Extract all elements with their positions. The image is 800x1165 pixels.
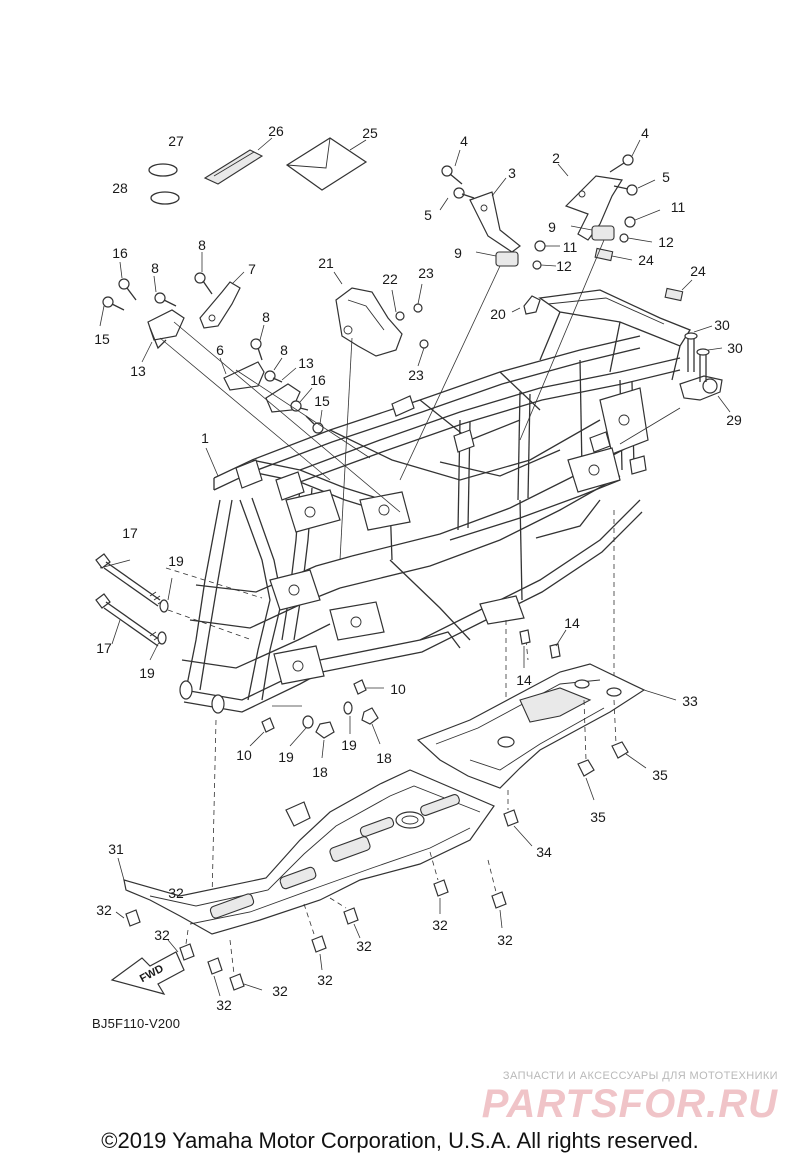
o-ring-28 [150,191,180,205]
callout: 8 [198,237,206,253]
callout: 32 [432,917,448,933]
callout: 30 [714,317,730,333]
callout: 27 [168,133,184,149]
callout: 8 [151,260,159,276]
callout: 31 [108,841,124,857]
callout: 17 [96,640,112,656]
callout: 9 [548,219,556,235]
callout: 24 [690,263,706,279]
callout: 19 [139,665,155,681]
callout: 15 [94,331,110,347]
callout: 35 [590,809,606,825]
callout: 32 [154,927,170,943]
callout: 25 [362,125,378,141]
callout: 17 [122,525,138,541]
dampers-9-11-12 [475,209,693,302]
nuts-18-10 [249,629,567,759]
copyright-notice: ©2019 Yamaha Motor Corporation, U.S.A. A… [101,1128,699,1153]
callout: 24 [638,252,654,268]
diagram-code: BJ5F110-V200 [92,1016,181,1031]
callout: 23 [418,265,434,281]
callout: 26 [268,123,284,139]
callout: 11 [563,239,578,255]
callout: 12 [658,234,674,250]
cover-21 [333,271,403,357]
fwd-arrow-icon: FWD [110,951,185,995]
flange-bolts-32 [115,851,507,997]
leader-lines [99,239,681,901]
callout: 34 [536,844,552,860]
callout: 22 [382,271,398,287]
callout: 21 [318,255,334,271]
o-ring-27 [148,163,178,177]
callout: 18 [312,764,328,780]
callout: 16 [112,245,128,261]
callout: 13 [298,355,314,371]
callout: 8 [262,309,270,325]
bracket-3 [469,177,521,253]
bracket-29 [679,325,731,413]
callout: 3 [508,165,516,181]
skid-plate-31 [117,769,495,935]
frame-exploded-diagram: FWD 1 2 3 4 4 5 5 6 7 8 8 8 8 9 9 10 10 … [94,123,743,1013]
callout: 19 [168,553,184,569]
callout-labels: 1 2 3 4 4 5 5 6 7 8 8 8 8 9 9 10 10 11 1… [94,123,743,1013]
callout: 9 [454,245,462,261]
callout: 28 [112,180,128,196]
callout: 32 [497,932,513,948]
callout: 7 [248,261,256,277]
callout: 20 [490,306,506,322]
callout: 16 [310,372,326,388]
callout: 29 [726,412,742,428]
callout: 14 [564,615,580,631]
callout: 15 [314,393,330,409]
callout: 5 [662,169,670,185]
callout: 32 [216,997,232,1013]
main-frame [179,289,691,714]
callout: 13 [130,363,146,379]
clips-20-22-23 [391,283,541,367]
bracket-2 [557,163,623,241]
bolts-4-5 [439,139,656,211]
callout: 32 [317,972,333,988]
bracket-13-left [147,309,185,350]
callout: 19 [278,749,294,765]
bracket-7 [199,271,245,329]
callout: 32 [96,902,112,918]
callout: 4 [460,133,468,149]
callout: 10 [390,681,406,697]
tool-holder-26 [203,137,273,185]
callout: 35 [652,767,668,783]
callout: 32 [356,938,372,954]
callout: 12 [556,258,572,274]
callout: 32 [168,885,184,901]
bolts-34-35 [503,699,647,847]
callout: 4 [641,125,649,141]
callout: 32 [272,983,288,999]
callout: 18 [376,750,392,766]
callout: 33 [682,693,698,709]
skid-plate-33 [416,663,677,789]
callout: 19 [341,737,357,753]
bracket-6 [219,357,265,391]
callout: 1 [201,430,209,446]
manual-envelope-25 [285,137,368,191]
washers-19 [149,577,353,747]
watermark-brand: PARTSFOR.RU [481,1082,778,1126]
watermark: ЗАПЧАСТИ И АКСЕССУАРЫ ДЛЯ МОТОТЕХНИКИ PA… [482,1070,778,1124]
callout: 11 [671,199,686,215]
callout: 30 [727,340,743,356]
watermark-tagline: ЗАПЧАСТИ И АКСЕССУАРЫ ДЛЯ МОТОТЕХНИКИ [502,1070,778,1082]
callout: 6 [216,342,224,358]
callout: 2 [552,150,560,166]
callout: 10 [236,747,252,763]
callout: 5 [424,207,432,223]
callout: 23 [408,367,424,383]
callout: 8 [280,342,288,358]
callout: 14 [516,672,532,688]
engine-bolt-17-lower [95,593,165,647]
